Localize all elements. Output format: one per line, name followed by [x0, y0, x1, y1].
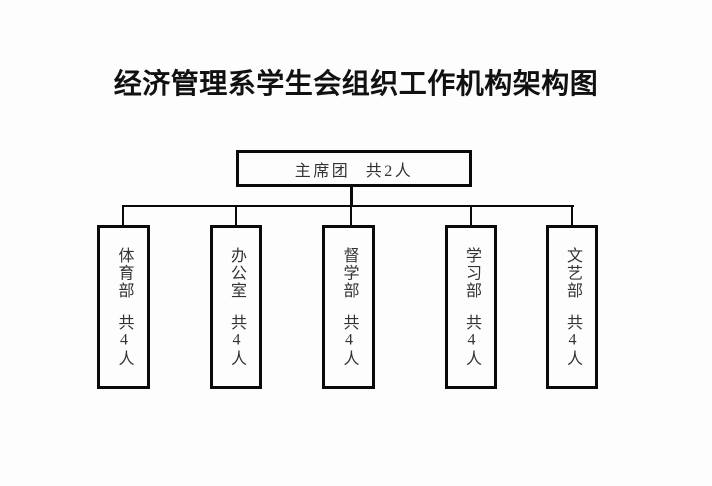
dept-headcount: 共4人 — [564, 314, 581, 368]
connector-drop-supervision — [350, 206, 352, 226]
dept-name: 文艺部 — [564, 246, 581, 300]
root-box: 主席团 共2人 — [236, 150, 472, 187]
dept-box-office: 办公室共4人 — [210, 225, 262, 389]
connector-drop-study — [470, 206, 472, 226]
dept-headcount: 共4人 — [463, 314, 480, 368]
dept-label-arts: 文艺部共4人 — [564, 246, 581, 368]
dept-name: 体育部 — [115, 246, 133, 300]
dept-label-sports: 体育部共4人 — [115, 246, 133, 368]
dept-name: 办公室 — [228, 246, 245, 300]
dept-label-supervision: 督学部共4人 — [340, 246, 358, 368]
root-box-label: 主席团 共2人 — [294, 162, 414, 180]
connector-drop-office — [235, 206, 237, 226]
dept-box-study: 学习部共4人 — [445, 225, 497, 389]
dept-box-arts: 文艺部共4人 — [546, 225, 598, 389]
connector-root-stem — [350, 186, 353, 206]
dept-box-sports: 体育部共4人 — [97, 225, 150, 389]
dept-label-office: 办公室共4人 — [228, 246, 245, 368]
dept-headcount: 共4人 — [340, 314, 358, 368]
chart-title: 经济管理系学生会组织工作机构架构图 — [113, 68, 599, 99]
connector-drop-sports — [122, 206, 124, 226]
dept-box-supervision: 督学部共4人 — [322, 225, 375, 389]
connector-horizontal-line — [122, 205, 574, 207]
dept-headcount: 共4人 — [228, 314, 245, 368]
dept-name: 督学部 — [340, 246, 358, 300]
dept-headcount: 共4人 — [115, 314, 133, 368]
dept-name: 学习部 — [463, 246, 480, 300]
dept-label-study: 学习部共4人 — [463, 246, 480, 368]
connector-drop-arts — [571, 206, 573, 226]
